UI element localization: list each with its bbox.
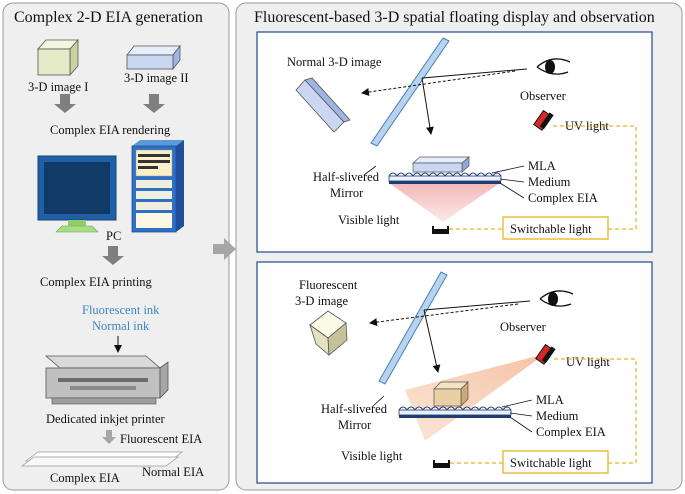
top-mla-stack — [388, 156, 502, 184]
image-1-label: 3-D image I — [28, 80, 88, 94]
arrow-down-icon — [143, 94, 165, 113]
top-visible-light-icon — [432, 226, 449, 234]
bottom-visible-light-icon — [433, 460, 450, 468]
top-switchable-label: Switchable light — [510, 222, 592, 236]
bottom-visible-label: Visible light — [341, 449, 403, 463]
bottom-mirror — [378, 271, 448, 385]
bottom-uv-label: UV light — [566, 355, 610, 369]
top-observer-ray — [421, 68, 528, 79]
bottom-image-label-1: Fluorescent — [299, 278, 358, 292]
top-observer-label: Observer — [520, 89, 567, 103]
arrow-down-icon — [102, 430, 116, 444]
eia-sheets-icon — [20, 451, 184, 467]
bottom-observer-label: Observer — [500, 320, 547, 334]
ink-fluorescent-label: Fluorescent ink — [82, 303, 160, 317]
pc-monitor-icon — [37, 155, 117, 233]
bottom-mirror-label-1: Half-slivered — [321, 402, 388, 416]
top-mirror-leader — [363, 165, 377, 176]
top-virtual-ray — [361, 70, 516, 96]
top-mirror-label-1: Half-slivered — [313, 170, 380, 184]
flow-arrow-icon — [213, 238, 236, 260]
right-panel-title: Fluorescent-based 3-D spatial floating d… — [254, 9, 655, 26]
bottom-eia-leader — [509, 416, 533, 433]
top-switch-line-2 — [551, 125, 637, 230]
bottom-observer-ray — [423, 300, 531, 311]
ink-normal-label: Normal ink — [92, 319, 150, 333]
bottom-uv-beam — [405, 354, 545, 441]
bottom-reflect-ray — [423, 309, 441, 373]
fluorescent-eia-label: Fluorescent EIA — [120, 432, 202, 446]
top-image-label: Normal 3-D image — [287, 55, 382, 69]
left-panel: Complex 2-D EIA generation 3-D image I 3… — [2, 2, 230, 491]
top-medium-leader — [499, 178, 525, 183]
top-setup: Normal 3-D image Observer — [256, 31, 653, 253]
top-eye-icon — [536, 58, 571, 75]
pc-tower-icon — [131, 140, 184, 233]
right-panel: Fluorescent-based 3-D spatial floating d… — [235, 2, 683, 491]
fluorescent-3d-image — [309, 310, 348, 356]
top-eia-leader — [499, 182, 525, 199]
top-mla-label: MLA — [528, 159, 556, 173]
top-visible-beam — [389, 183, 500, 222]
bottom-switchable-light-box — [502, 450, 609, 474]
bottom-mla-leader — [501, 399, 533, 408]
bottom-uv-light-icon — [535, 343, 556, 365]
bottom-mirror-label-2: Mirror — [338, 418, 372, 432]
bottom-switchable-label: Switchable light — [510, 456, 592, 470]
normal-3d-image — [295, 77, 351, 133]
bottom-mirror-leader — [371, 395, 385, 408]
image-2-label: 3-D image II — [124, 71, 189, 85]
inkjet-printer-icon — [44, 355, 169, 405]
printing-label: Complex EIA printing — [40, 275, 153, 289]
cube-image-2 — [126, 44, 181, 71]
left-panel-title: Complex 2-D EIA generation — [14, 9, 203, 26]
top-reflect-ray — [421, 77, 434, 135]
bottom-medium-leader — [509, 412, 533, 417]
pc-label: PC — [106, 229, 121, 243]
bottom-image-label-2: 3-D image — [295, 294, 349, 308]
bottom-mla-stack — [398, 381, 512, 418]
top-mirror — [370, 37, 450, 147]
normal-eia-label: Normal EIA — [142, 465, 204, 479]
top-visible-label: Visible light — [338, 213, 400, 227]
top-switchable-light-box — [502, 216, 609, 240]
top-uv-light-icon — [533, 109, 554, 131]
top-mla-leader — [491, 165, 525, 174]
bottom-complex-eia-label: Complex EIA — [536, 425, 606, 439]
top-mirror-label-2: Mirror — [330, 186, 364, 200]
bottom-eye-icon — [539, 290, 574, 307]
rendering-label: Complex EIA rendering — [50, 123, 171, 137]
printer-label: Dedicated inkjet printer — [46, 412, 166, 426]
arrow-down-icon — [54, 94, 76, 113]
complex-eia-label: Complex EIA — [50, 471, 120, 485]
cube-image-1 — [37, 38, 79, 77]
top-medium-label: Medium — [528, 175, 571, 189]
arrow-down-icon — [102, 246, 124, 265]
top-uv-label: UV light — [565, 119, 609, 133]
top-complex-eia-label: Complex EIA — [528, 191, 598, 205]
bottom-setup: Fluorescent 3-D image Observer — [256, 261, 653, 484]
bottom-mla-label: MLA — [536, 393, 564, 407]
bottom-medium-label: Medium — [536, 409, 579, 423]
bottom-switch-line-2 — [553, 358, 637, 464]
